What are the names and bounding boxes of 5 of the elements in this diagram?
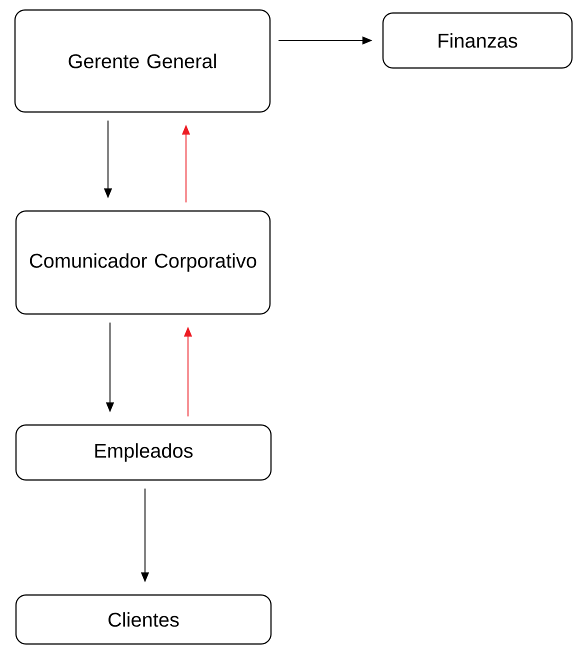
process-box: Gerente General	[14, 9, 271, 113]
process-box: Finanzas	[382, 12, 573, 69]
process-box: Clientes	[15, 594, 272, 645]
process-box: Comunicador Corporativo	[15, 210, 271, 315]
process-box: Empleados	[15, 424, 272, 481]
